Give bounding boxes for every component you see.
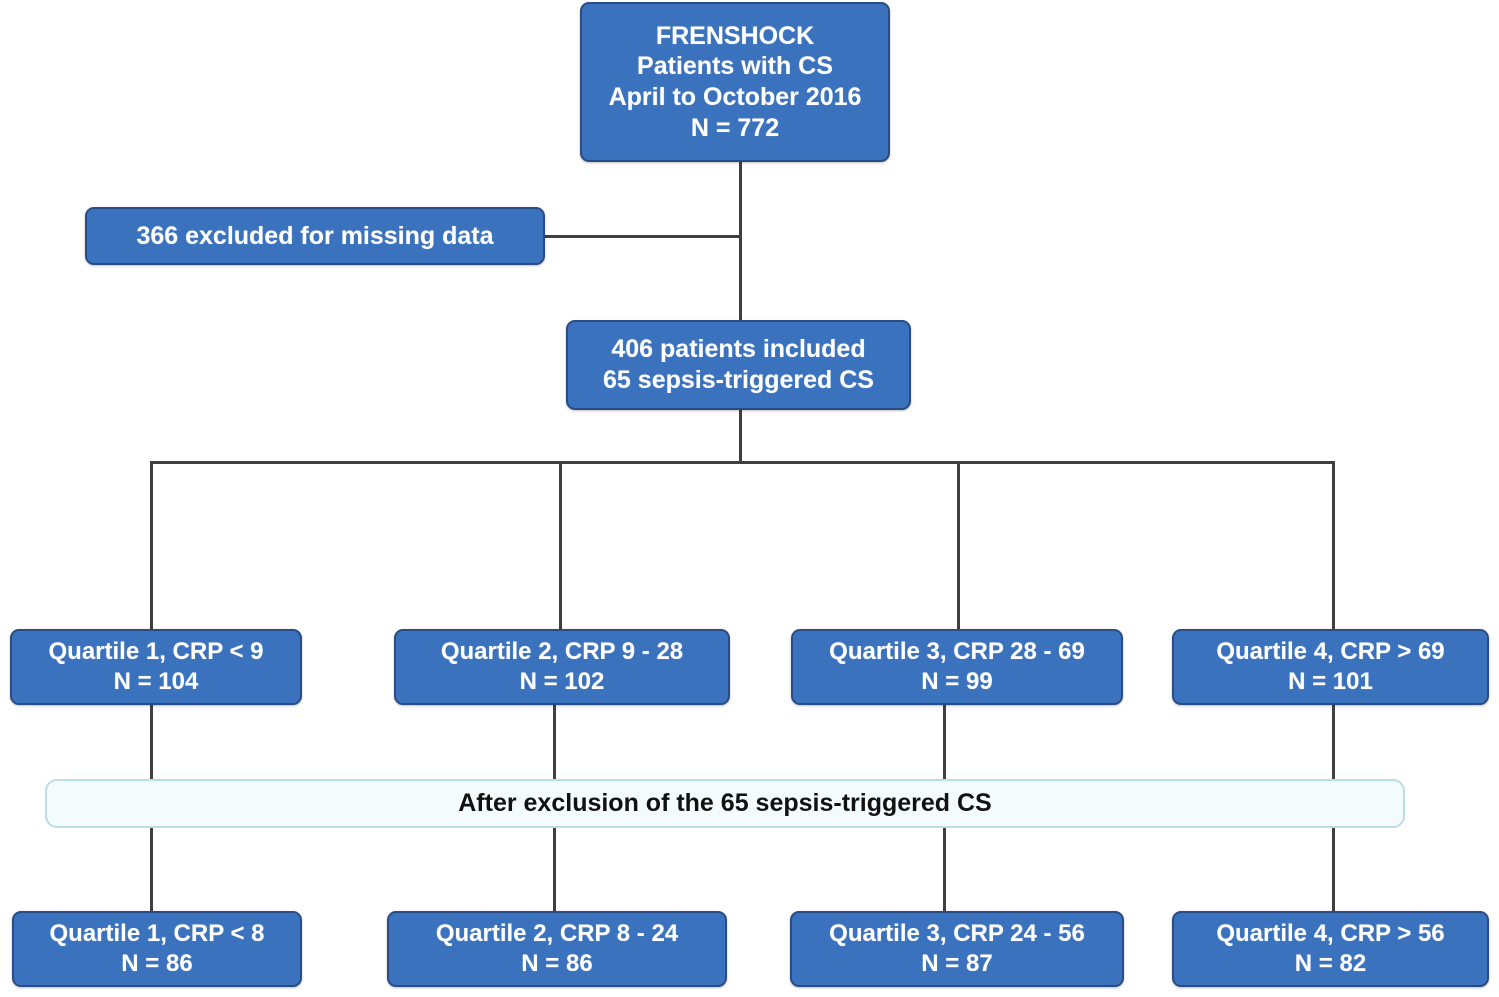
node-quartile-1-after: Quartile 1, CRP < 8 N = 86 bbox=[12, 911, 302, 987]
node-quartile-2-before-label: Quartile 2, CRP 9 - 28 bbox=[440, 638, 684, 666]
connector-fanout-drop-2 bbox=[559, 461, 562, 633]
node-excluded-label: 366 excluded for missing data bbox=[136, 221, 494, 250]
node-included-line-2: 65 sepsis-triggered CS bbox=[603, 366, 874, 394]
node-quartile-1-after-count: N = 86 bbox=[121, 950, 193, 977]
banner-after-exclusion: After exclusion of the 65 sepsis-trigger… bbox=[45, 779, 1405, 828]
node-quartile-4-before-count: N = 101 bbox=[1288, 668, 1373, 695]
node-quartile-2-after: Quartile 2, CRP 8 - 24 N = 86 bbox=[387, 911, 727, 987]
node-quartile-3-after-label: Quartile 3, CRP 24 - 56 bbox=[829, 920, 1085, 948]
node-excluded-missing-data: 366 excluded for missing data bbox=[85, 207, 545, 265]
node-quartile-2-after-count: N = 86 bbox=[521, 950, 593, 977]
node-included-line-1: 406 patients included bbox=[611, 335, 866, 364]
connector-included-to-fanout bbox=[739, 409, 742, 464]
node-quartile-2-after-label: Quartile 2, CRP 8 - 24 bbox=[435, 920, 679, 948]
connector-fanout-drop-3 bbox=[957, 461, 960, 633]
node-quartile-1-before-count: N = 104 bbox=[113, 668, 199, 695]
connector-fanout-drop-4 bbox=[1332, 461, 1335, 633]
connector-fanout-bar bbox=[150, 461, 1335, 464]
node-quartile-3-after: Quartile 3, CRP 24 - 56 N = 87 bbox=[790, 911, 1124, 987]
node-quartile-1-after-label: Quartile 1, CRP < 8 bbox=[49, 920, 265, 948]
node-quartile-2-before: Quartile 2, CRP 9 - 28 N = 102 bbox=[394, 629, 730, 705]
banner-after-exclusion-label: After exclusion of the 65 sepsis-trigger… bbox=[458, 789, 992, 818]
node-frenshock-line-3: April to October 2016 bbox=[608, 83, 862, 111]
node-quartile-1-before: Quartile 1, CRP < 9 N = 104 bbox=[10, 629, 302, 705]
connector-excluded-branch bbox=[544, 235, 741, 238]
node-frenshock-line-4: N = 772 bbox=[690, 113, 780, 142]
node-quartile-1-before-label: Quartile 1, CRP < 9 bbox=[48, 638, 264, 666]
node-quartile-3-before: Quartile 3, CRP 28 - 69 N = 99 bbox=[791, 629, 1123, 705]
node-frenshock-line-2: Patients with CS bbox=[637, 52, 833, 81]
node-quartile-4-after-count: N = 82 bbox=[1294, 950, 1367, 977]
node-frenshock-cohort: FRENSHOCK Patients with CS April to Octo… bbox=[580, 2, 890, 162]
node-quartile-3-after-count: N = 87 bbox=[921, 950, 993, 977]
connector-root-to-included bbox=[739, 161, 742, 322]
connector-fanout-drop-1 bbox=[150, 461, 153, 633]
node-quartile-4-before: Quartile 4, CRP > 69 N = 101 bbox=[1172, 629, 1489, 705]
node-frenshock-line-1: FRENSHOCK bbox=[655, 21, 815, 50]
node-quartile-3-before-label: Quartile 3, CRP 28 - 69 bbox=[829, 638, 1085, 666]
node-quartile-2-before-count: N = 102 bbox=[519, 668, 605, 695]
node-patients-included: 406 patients included 65 sepsis-triggere… bbox=[566, 320, 911, 410]
node-quartile-4-before-label: Quartile 4, CRP > 69 bbox=[1216, 638, 1445, 666]
node-quartile-3-before-count: N = 99 bbox=[921, 668, 993, 695]
node-quartile-4-after: Quartile 4, CRP > 56 N = 82 bbox=[1172, 911, 1489, 987]
node-quartile-4-after-label: Quartile 4, CRP > 56 bbox=[1216, 920, 1445, 948]
